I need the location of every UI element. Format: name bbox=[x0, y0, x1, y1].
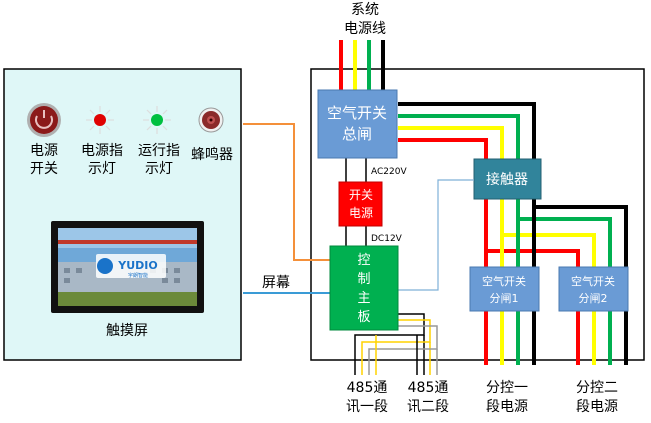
screen-link-label: 屏幕 bbox=[262, 275, 290, 291]
branch-breaker-1-label-1: 空气开关 bbox=[482, 274, 526, 288]
branch-breaker-1 bbox=[469, 266, 540, 312]
system-power-label-2: 电源线 bbox=[344, 21, 386, 37]
rs485-2-label-2: 讯二段 bbox=[407, 399, 449, 415]
rs485-wires bbox=[354, 313, 438, 375]
rs485-2-label-1: 485通 bbox=[408, 380, 449, 396]
screen-subtitle-text: 宇朗智能 bbox=[128, 272, 148, 279]
controller-contactor-link bbox=[398, 179, 474, 291]
panel-controller-orange-wire bbox=[243, 123, 330, 261]
touchscreen: YUDIO 宇朗智能 bbox=[51, 221, 204, 313]
main-breaker bbox=[317, 89, 398, 159]
breaker-to-contactor-wires bbox=[398, 102, 536, 233]
touchscreen-label: 触摸屏 bbox=[106, 323, 148, 339]
power-indicator-light-icon bbox=[86, 106, 114, 134]
branch-breaker-1-label-2: 分闸1 bbox=[490, 292, 519, 305]
switching-power-supply bbox=[338, 181, 383, 227]
main-breaker-label-1: 空气开关 bbox=[327, 104, 387, 122]
main-breaker-label-2: 总闸 bbox=[342, 125, 372, 143]
power-switch-label-1: 电源 bbox=[30, 143, 58, 159]
branch-power-2-label-2: 段电源 bbox=[576, 399, 618, 415]
branch-power-2-label-1: 分控二 bbox=[576, 380, 618, 396]
power-switch-icon bbox=[27, 103, 61, 137]
contactor-label: 接触器 bbox=[486, 171, 528, 188]
controller-label-3: 主 bbox=[357, 291, 370, 306]
rs485-1-label-1: 485通 bbox=[347, 380, 388, 396]
buzzer-icon bbox=[198, 107, 224, 133]
controller-label-1: 控 bbox=[357, 253, 370, 268]
branch-breaker-2 bbox=[558, 266, 629, 312]
ac-dc-wires bbox=[345, 158, 367, 246]
power-indicator-label-2: 示灯 bbox=[88, 161, 116, 177]
contactor bbox=[473, 158, 542, 200]
ac220v-label: AC220V bbox=[371, 167, 407, 177]
branch-output-wires bbox=[484, 311, 612, 365]
main-controller-board bbox=[329, 245, 399, 331]
contactor-to-branch-wires bbox=[484, 199, 628, 365]
branch-breaker-2-label-2: 分闸2 bbox=[579, 292, 608, 305]
psu-label-2: 电源 bbox=[349, 206, 373, 220]
psu-label-1: 开关 bbox=[349, 188, 373, 202]
power-indicator-label-1: 电源指 bbox=[81, 143, 123, 159]
system-power-lines bbox=[339, 40, 385, 92]
run-indicator-label-1: 运行指 bbox=[138, 143, 180, 159]
buzzer-label: 蜂鸣器 bbox=[191, 146, 233, 163]
rs485-1-label-2: 讯一段 bbox=[346, 399, 388, 415]
run-indicator-light-icon bbox=[143, 106, 171, 134]
branch-power-1-label-1: 分控一 bbox=[486, 380, 528, 396]
dc12v-label: DC12V bbox=[371, 234, 403, 244]
screen-brand-text: YUDIO bbox=[117, 259, 157, 272]
power-switch-label-2: 开关 bbox=[30, 161, 58, 177]
controller-label-4: 板 bbox=[357, 310, 370, 325]
branch-power-1-label-2: 段电源 bbox=[486, 399, 528, 415]
run-indicator-label-2: 示灯 bbox=[145, 161, 173, 177]
controller-label-2: 制 bbox=[357, 272, 370, 287]
system-power-label-1: 系统 bbox=[351, 2, 379, 18]
branch-breaker-2-label-1: 空气开关 bbox=[571, 274, 615, 288]
